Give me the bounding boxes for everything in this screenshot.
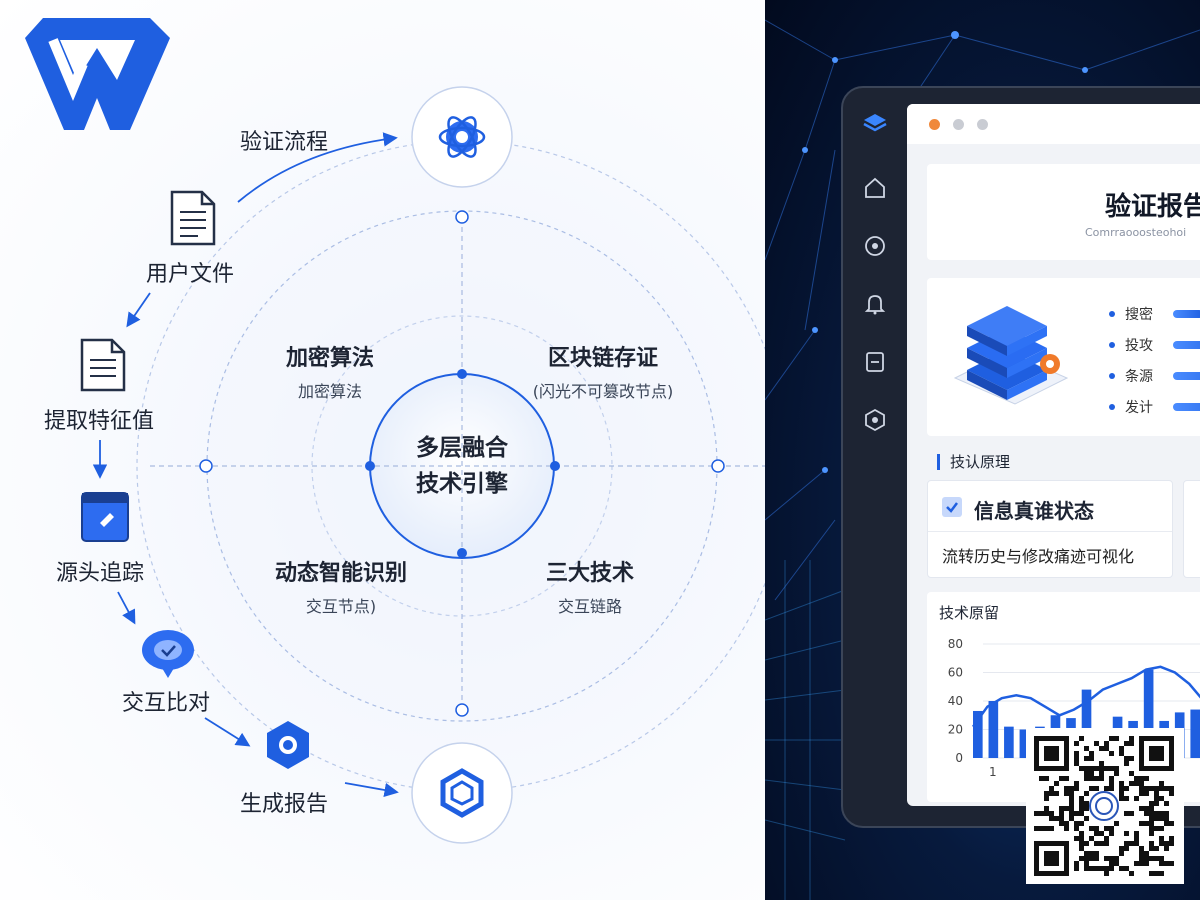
flow-label-verify-process: 验证流程 <box>240 130 329 155</box>
legend-dot <box>1109 373 1115 379</box>
verification-diagram: 验证流程 用户文件 提取特征值 源头追踪 交互比对 生成报告 加密算法 加密算法… <box>0 0 765 900</box>
arrow-to-verify <box>237 132 398 203</box>
legend-label: 条源 <box>1125 369 1153 385</box>
chart-title: 技术原留 <box>939 604 1000 622</box>
status-description: 流转历史与修改痛迹可视化 <box>942 547 1135 566</box>
chart-bar <box>988 701 999 758</box>
document-icon[interactable] <box>863 350 887 374</box>
legend-label: 投攻 <box>1125 338 1153 354</box>
legend-dot <box>1109 342 1115 348</box>
quadrant-title: 动态智能识别 <box>274 561 407 586</box>
device-frame: 验证报告 Comrraooosteohoi <box>841 86 1200 828</box>
legend-label: 发计 <box>1125 400 1153 416</box>
flow-label-generate-report: 生成报告 <box>240 792 329 817</box>
quadrant-dynamic-recognition: 动态智能识别 交互节点) <box>246 555 436 617</box>
chart-bar <box>973 710 983 758</box>
quadrant-subtitle: 交互节点) <box>305 597 377 616</box>
window-titlebar <box>907 104 1200 144</box>
flow-label-source-trace: 源头追踪 <box>56 561 145 586</box>
report-subtitle: Comrraooosteohoi <box>1085 226 1187 239</box>
window-maximize-dot[interactable] <box>977 119 988 130</box>
y-tick-label: 40 <box>948 694 963 708</box>
legend-level-bar <box>1173 341 1200 349</box>
chart-bar <box>1004 726 1014 758</box>
brand-logo <box>25 18 170 130</box>
engine-title-line2: 技术引擎 <box>416 471 508 497</box>
bell-icon[interactable] <box>863 292 887 316</box>
chat-check-icon <box>142 630 194 678</box>
legend-dot <box>1109 404 1115 410</box>
chart-bar <box>1143 669 1154 758</box>
home-icon[interactable] <box>863 176 887 200</box>
status-title: 信息真谁状态 <box>974 499 1094 523</box>
hex-report-icon <box>267 721 309 769</box>
diagram-graphics <box>25 18 765 844</box>
window-minimize-dot[interactable] <box>953 119 964 130</box>
chart-bar <box>1019 729 1030 758</box>
chart-bar <box>1081 689 1092 758</box>
quadrant-title: 加密算法 <box>285 346 374 371</box>
quadrant-title: 区块链存证 <box>547 346 658 371</box>
overview-card: 搜密投攻条源发计 <box>927 278 1200 436</box>
window-close-dot[interactable] <box>929 119 940 130</box>
hexagon-settings-icon[interactable] <box>863 408 887 432</box>
legend-item: 搜密 <box>1109 304 1200 324</box>
quadrant-encryption: 加密算法 加密算法 <box>250 340 410 402</box>
legend-level-bar <box>1173 372 1200 380</box>
chart-bar <box>1190 709 1200 758</box>
quadrant-subtitle: (闪光不可篡改节点) <box>532 382 674 401</box>
y-tick-label: 80 <box>948 637 963 651</box>
core-nodes <box>365 369 560 558</box>
engine-title-line1: 多层融合 <box>416 435 508 461</box>
quadrant-subtitle: 加密算法 <box>297 382 362 401</box>
flow-label-user-file: 用户文件 <box>146 262 235 287</box>
legend-dot <box>1109 311 1115 317</box>
quadrant-three-tech: 三大技术 交互链路 <box>515 555 665 617</box>
chart-line <box>971 665 1200 728</box>
y-tick-label: 60 <box>948 666 963 680</box>
database-stack-icon <box>953 306 1069 405</box>
arrow-to-report-node <box>344 782 399 798</box>
qr-code[interactable] <box>1026 728 1184 884</box>
side-nav <box>843 88 907 826</box>
engine-core: 多层融合 技术引擎 <box>372 430 552 502</box>
flow-label-cross-compare: 交互比对 <box>122 691 211 716</box>
arrow-to-compare <box>117 591 136 625</box>
report-title: 验证报告 <box>1105 192 1200 222</box>
x-tick-label: 1 <box>989 765 997 779</box>
checkbox-icon[interactable] <box>942 497 962 517</box>
legend-item: 发计 <box>1109 397 1200 417</box>
section-title: 技认原理 <box>937 454 1010 470</box>
layers-icon[interactable] <box>863 112 887 136</box>
document-icon <box>80 338 126 392</box>
report-header-card: 验证报告 Comrraooosteohoi <box>927 164 1200 260</box>
trace-window-icon <box>81 492 129 542</box>
legend-item: 投攻 <box>1109 335 1200 355</box>
flow-label-extract-features: 提取特征值 <box>44 409 155 434</box>
arrow-to-generate <box>204 717 251 747</box>
quadrant-subtitle: 交互链路 <box>557 597 622 616</box>
y-tick-label: 0 <box>955 751 963 765</box>
dashboard-showcase: 验证报告 Comrraooosteohoi <box>765 0 1200 900</box>
status-card-secondary[interactable] <box>1183 480 1200 578</box>
legend-label: 搜密 <box>1125 307 1153 323</box>
record-icon[interactable] <box>863 234 887 258</box>
legend-level-bar <box>1173 310 1200 318</box>
qr-code-pattern <box>1034 736 1174 876</box>
status-card[interactable]: 信息真谁状态 流转历史与修改痛迹可视化 <box>927 480 1173 578</box>
legend-item: 条源 <box>1109 366 1200 386</box>
quadrant-title: 三大技术 <box>545 561 634 586</box>
legend-level-bar <box>1173 403 1200 411</box>
file-icon <box>170 190 216 246</box>
chain-hex-icon <box>440 768 484 818</box>
y-tick-label: 20 <box>948 723 963 737</box>
axis-nodes <box>199 210 725 717</box>
app-screen: 验证报告 Comrraooosteohoi <box>907 104 1200 806</box>
arrow-to-extract <box>126 292 151 328</box>
quadrant-blockchain: 区块链存证 (闪光不可篡改节点) <box>508 340 698 402</box>
